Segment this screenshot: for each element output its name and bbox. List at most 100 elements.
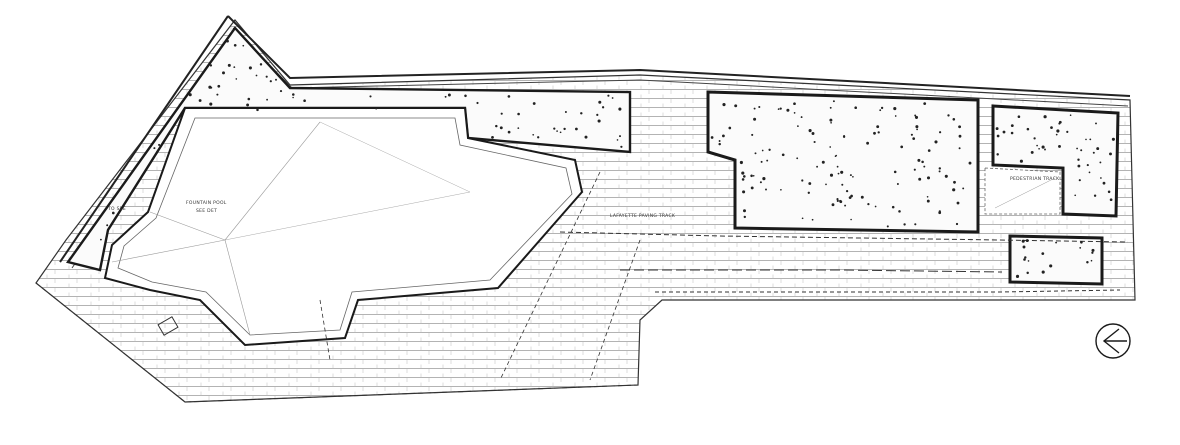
texture-dot xyxy=(834,155,837,157)
texture-dot xyxy=(843,134,846,138)
texture-dot xyxy=(616,139,619,141)
texture-dot xyxy=(829,173,834,177)
texture-dot xyxy=(912,137,916,140)
texture-dot xyxy=(996,134,1000,138)
texture-dot xyxy=(958,134,962,138)
texture-dot xyxy=(598,100,602,104)
texture-dot xyxy=(1100,177,1102,179)
texture-dot xyxy=(256,108,259,112)
texture-dot xyxy=(266,98,268,101)
texture-dot xyxy=(532,133,535,136)
outer-dashed-edge xyxy=(35,282,639,403)
fountain-label: FOUNTAIN POOL xyxy=(186,200,227,206)
texture-dot xyxy=(874,205,877,208)
texture-dot xyxy=(1056,129,1060,133)
texture-dot xyxy=(722,103,726,107)
texture-dot xyxy=(742,190,746,194)
texture-dot xyxy=(1043,115,1047,119)
texture-dot xyxy=(849,174,852,177)
texture-dot xyxy=(1091,251,1094,254)
texture-dot xyxy=(923,165,926,168)
texture-dot xyxy=(1024,256,1027,259)
texture-dot xyxy=(556,130,558,132)
texture-dot xyxy=(601,106,605,109)
texture-dot xyxy=(559,131,562,134)
texture-dot xyxy=(832,100,835,103)
texture-dot xyxy=(844,204,847,207)
texture-dot xyxy=(728,126,732,130)
texture-dot xyxy=(779,107,782,110)
texture-dot xyxy=(279,90,283,93)
texture-dot xyxy=(816,165,819,168)
texture-dot xyxy=(939,131,942,134)
texture-dot xyxy=(1023,258,1026,261)
texture-dot xyxy=(739,160,743,165)
texture-dot xyxy=(825,183,827,186)
texture-dot xyxy=(811,218,814,221)
texture-dot xyxy=(777,108,780,110)
texture-dot xyxy=(517,127,520,129)
texture-dot xyxy=(292,96,294,99)
texture-dot xyxy=(995,127,999,131)
texture-dot xyxy=(491,136,494,139)
texture-dot xyxy=(1107,190,1111,194)
texture-dot xyxy=(233,43,237,47)
texture-dot xyxy=(836,198,839,201)
texture-dot xyxy=(1019,159,1023,163)
texture-dot xyxy=(1086,164,1089,167)
texture-dot xyxy=(247,97,251,101)
lafayette-label: LAFAYETTE PAVING TRACK xyxy=(610,213,676,219)
texture-dot xyxy=(762,177,766,181)
texture-dot xyxy=(1080,240,1083,244)
texture-dot xyxy=(921,160,924,164)
texture-dot xyxy=(476,101,479,105)
texture-dot xyxy=(575,127,578,131)
texture-dot xyxy=(926,199,930,203)
texture-dot xyxy=(916,128,918,131)
texture-dot xyxy=(275,78,277,81)
texture-dot xyxy=(1015,274,1020,278)
texture-dot xyxy=(1096,147,1100,151)
fountain-sub-label: SEE DET xyxy=(196,208,217,214)
texture-dot xyxy=(1102,181,1106,185)
texture-dot xyxy=(829,118,833,122)
texture-dot xyxy=(246,103,250,107)
texture-dot xyxy=(938,167,942,170)
texture-dot xyxy=(750,174,753,178)
texture-dot xyxy=(811,132,815,135)
texture-dot xyxy=(1099,161,1102,164)
texture-dot xyxy=(886,225,889,228)
texture-dot xyxy=(1109,152,1112,156)
texture-dot xyxy=(894,115,897,117)
texture-dot xyxy=(1041,145,1045,149)
texture-dot xyxy=(944,174,948,178)
texture-dot xyxy=(1086,261,1089,264)
texture-dot xyxy=(1041,252,1045,255)
texture-dot xyxy=(1021,239,1025,243)
texture-dot xyxy=(910,133,913,136)
texture-dot xyxy=(619,135,621,138)
texture-dot xyxy=(1038,147,1040,150)
texture-dot xyxy=(722,134,725,138)
texture-dot xyxy=(1055,241,1058,244)
pedestrian-link: PEDESTRIAN TRACK xyxy=(984,167,1061,215)
texture-dot xyxy=(1111,137,1115,141)
texture-dot xyxy=(854,106,858,110)
texture-dot xyxy=(845,189,849,193)
texture-dot xyxy=(1025,239,1029,243)
texture-dot xyxy=(876,125,880,129)
texture-dot xyxy=(958,147,961,150)
texture-dot xyxy=(867,202,870,206)
texture-dot xyxy=(915,125,919,129)
texture-dot xyxy=(952,188,956,192)
texture-dot xyxy=(1091,248,1095,252)
texture-dot xyxy=(111,211,115,215)
texture-dot xyxy=(900,145,904,149)
texture-dot xyxy=(996,153,999,156)
texture-dot xyxy=(926,176,931,180)
texture-dot xyxy=(580,112,583,115)
texture-dot xyxy=(751,133,754,136)
texture-dot xyxy=(1002,130,1006,134)
texture-dot xyxy=(768,148,771,151)
